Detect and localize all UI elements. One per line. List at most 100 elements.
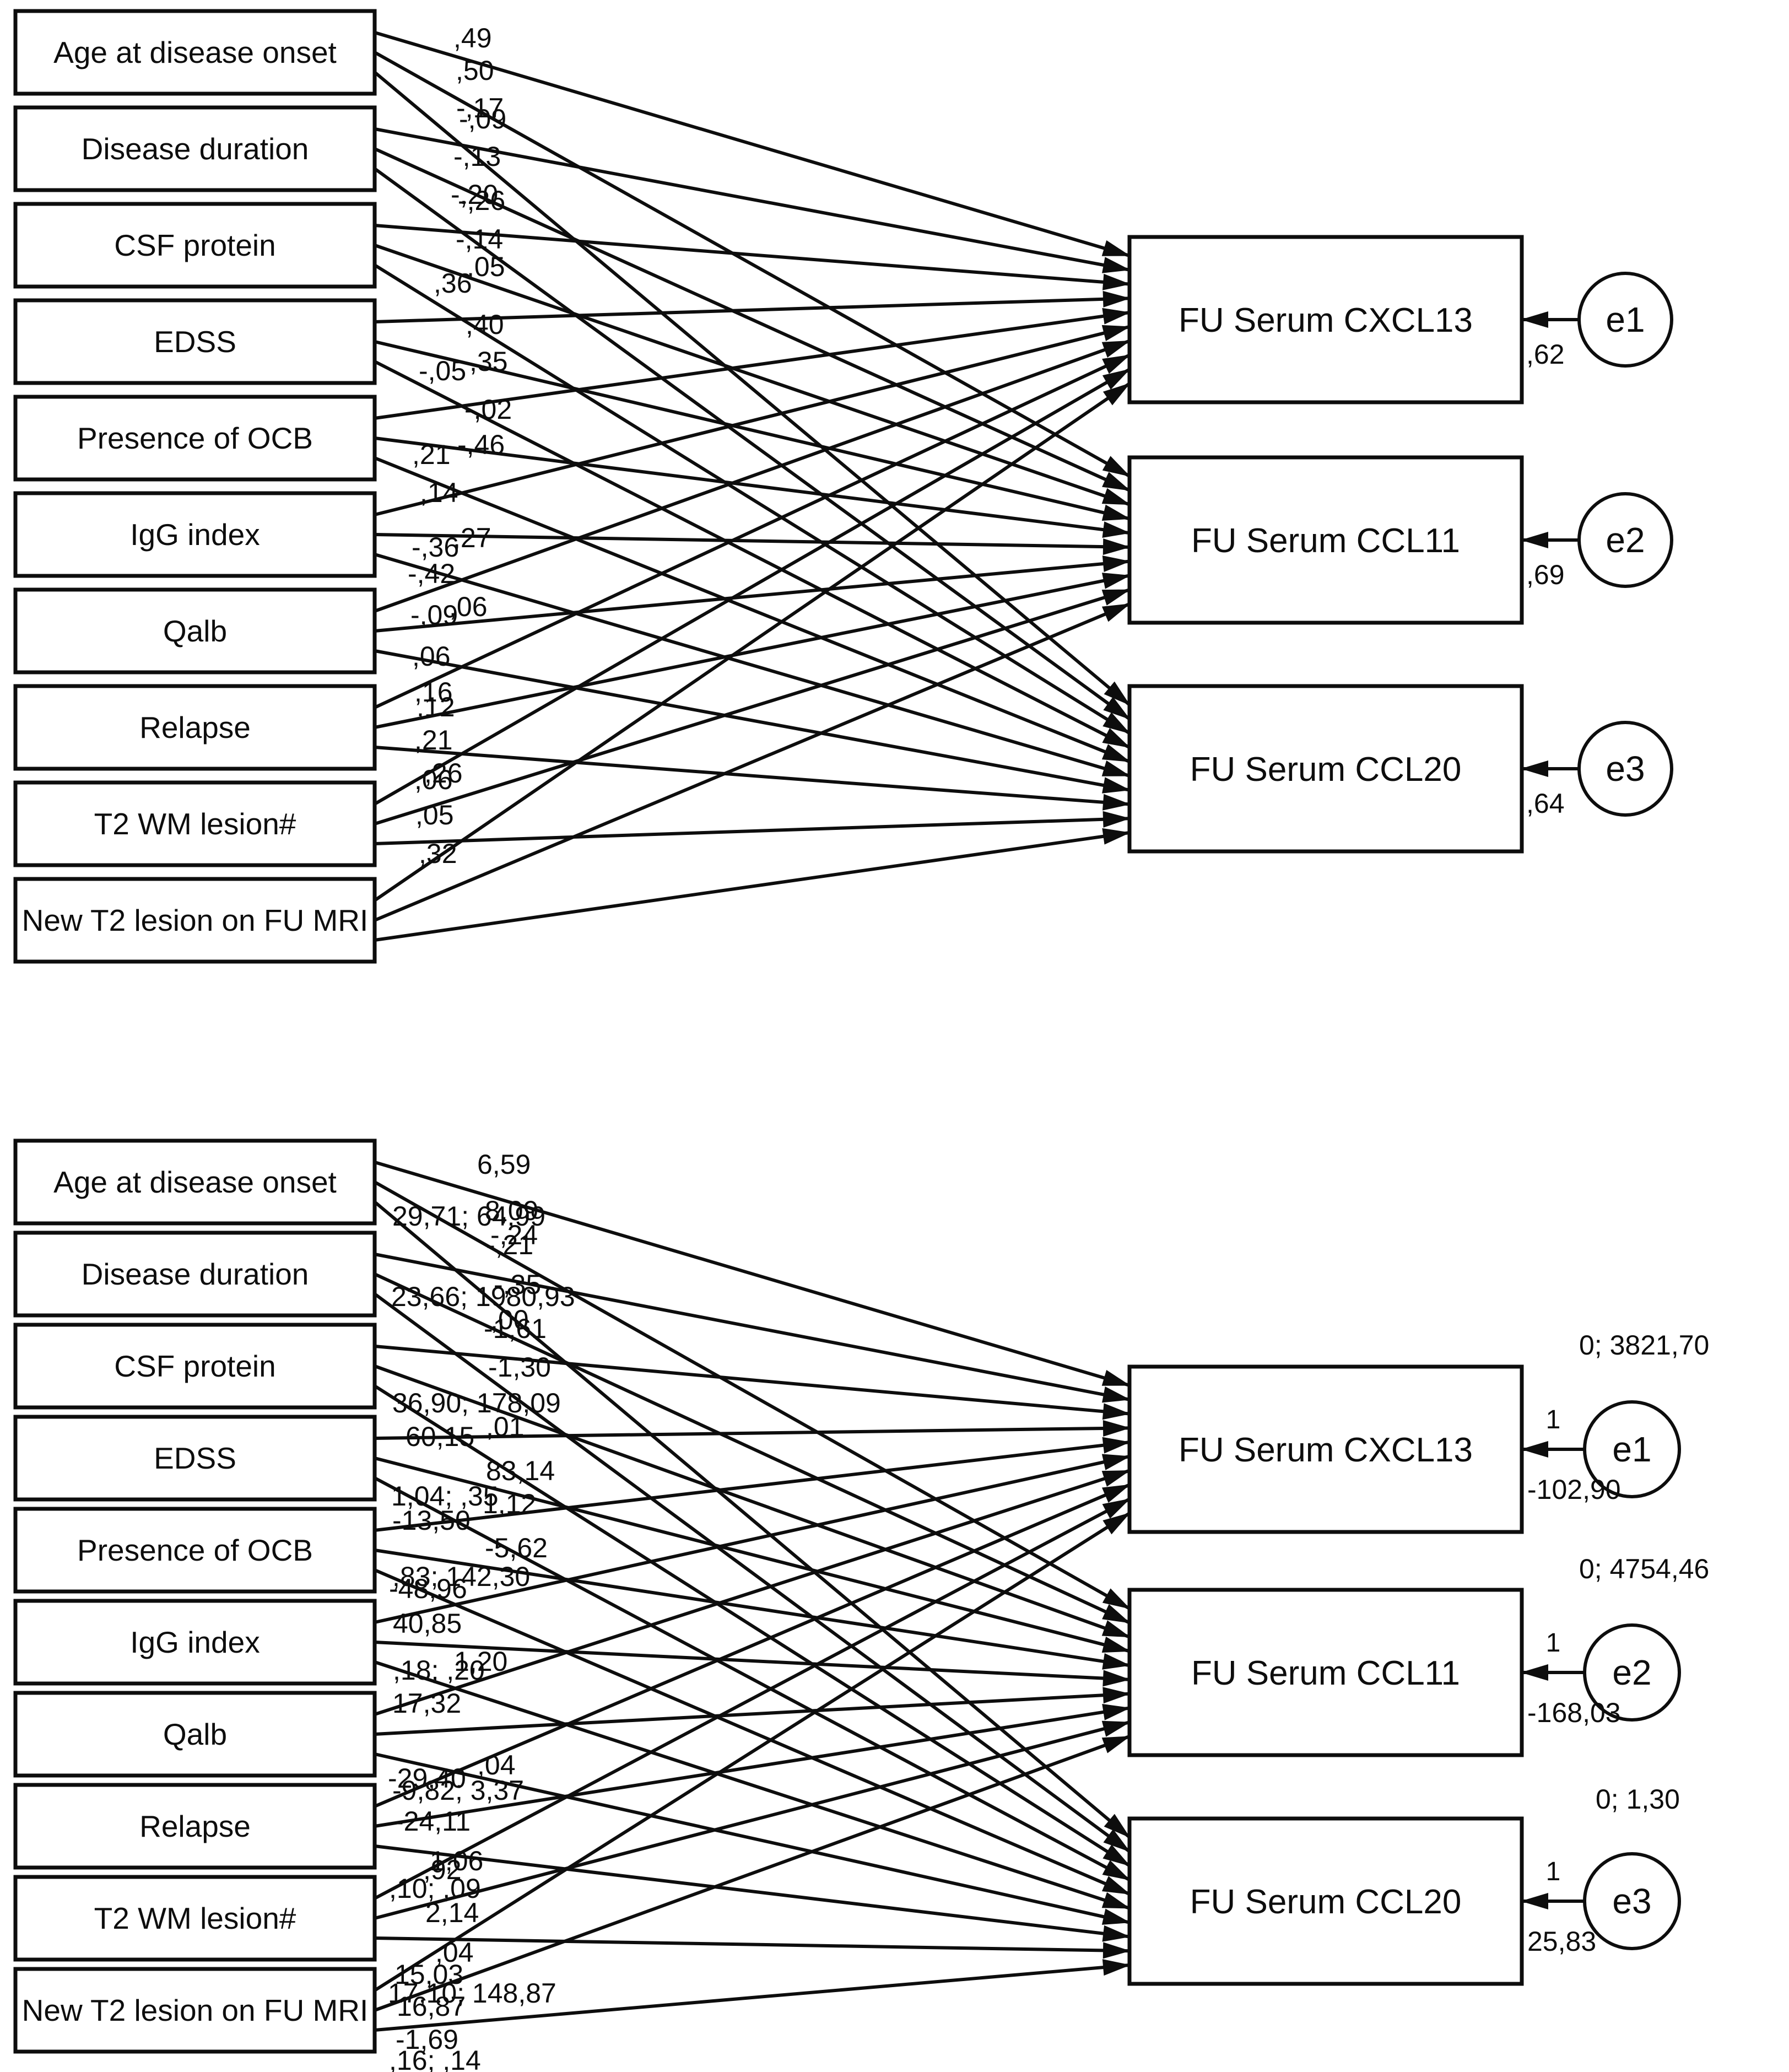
coefficient-label: 1,20: [454, 1646, 507, 1677]
error-label: e1: [1612, 1429, 1651, 1469]
outcome-box-fu-serum-ccl11: FU Serum CCL11: [1127, 1588, 1524, 1757]
predictor-label: T2 WM lesion#: [94, 807, 296, 841]
coefficient-label: ,00: [490, 1304, 529, 1335]
outcome-rect: [1127, 1816, 1524, 1986]
error-label: e2: [1606, 520, 1645, 560]
coefficient-label: ,06: [414, 764, 453, 795]
coefficient-label: -13,50: [392, 1505, 471, 1536]
coefficient-label: -,26: [458, 185, 505, 216]
coefficient-label: -,42: [408, 558, 455, 589]
coefficient-labels: ,49,50-,17-,09-,13-,20-,26-,14,05,36,40,…: [408, 23, 512, 869]
path-arrow-edss-to-fu-serum-cxcl13: [374, 290, 1131, 323]
predictor-label: T2 WM lesion#: [94, 1901, 296, 1935]
coefficient-label: ,83; 142,30: [392, 1561, 530, 1592]
predictor-rect: [13, 1231, 377, 1318]
path-arrow-relapse-to-fu-serum-ccl20: [374, 746, 1131, 811]
predictor-rect: [13, 105, 377, 192]
predictor-box-disease-duration: Disease duration: [13, 1231, 377, 1318]
coefficient-label: -1,61: [484, 1313, 547, 1344]
path-arrow-relapse-to-fu-serum-ccl20: [374, 1844, 1131, 1942]
predictor-label: Age at disease onset: [53, 1165, 337, 1199]
coefficient-label: -,35: [494, 1269, 541, 1300]
coefficient-label: ,21: [414, 725, 453, 756]
error-loading-label: 1: [1546, 1628, 1561, 1658]
path-arrow-edss-to-fu-serum-cxcl13: [374, 1420, 1131, 1440]
path-arrow-igg-index-to-fu-serum-cxcl13: [374, 325, 1131, 516]
predictor-label: IgG index: [130, 517, 260, 552]
predictor-label: Relapse: [139, 1809, 251, 1843]
path-arrow-age-at-disease-onset-to-fu-serum-ccl11: [374, 51, 1131, 478]
path-arrow-edss-to-fu-serum-ccl11: [374, 1456, 1131, 1653]
coefficient-label: ,06: [412, 641, 451, 672]
path-arrow-age-at-disease-onset-to-fu-serum-cxcl13: [374, 1161, 1131, 1387]
outcome-rect: [1127, 1588, 1524, 1757]
path-arrow-igg-index-to-fu-serum-ccl11: [374, 533, 1131, 555]
error-term-e2: e2,69: [1521, 492, 1673, 590]
predictor-label: CSF protein: [114, 1349, 275, 1383]
coefficient-label: -,20: [451, 179, 498, 210]
predictor-box-new-t2-lesion-on-fu-mri: New T2 lesion on FU MRI: [13, 877, 377, 964]
path-arrow-presence-of-ocb-to-fu-serum-ccl20: [374, 1568, 1131, 1896]
coefficient-label: -,21: [486, 1229, 533, 1260]
path-arrow-qalb-to-fu-serum-cxcl13: [374, 339, 1131, 613]
predictor-label: Presence of OCB: [77, 421, 313, 455]
coefficient-label: -,46: [457, 429, 505, 460]
predictor-box-igg-index: IgG index: [13, 1599, 377, 1686]
predictor-label: Disease duration: [82, 1257, 309, 1291]
path-arrow-edss-to-fu-serum-ccl11: [374, 340, 1131, 521]
coefficient-label: 36,90; 178,09: [392, 1388, 561, 1418]
coefficient-label: -,09: [410, 600, 458, 630]
error-loading-label: 1: [1546, 1857, 1561, 1886]
path-arrow-disease-duration-to-fu-serum-ccl20: [374, 1292, 1131, 1853]
path-arrow-disease-duration-to-fu-serum-cxcl13: [374, 1253, 1131, 1403]
outcome-rect: [1127, 1364, 1524, 1534]
error-label: e2: [1612, 1653, 1651, 1692]
coefficient-label: -,24: [490, 1220, 538, 1250]
coefficient-label: ,21: [412, 439, 451, 470]
coefficient-label: ,26: [424, 758, 463, 789]
path-arrow-presence-of-ocb-to-fu-serum-cxcl13: [374, 1437, 1131, 1532]
path-arrow-t2-wm-lesion-to-fu-serum-ccl20: [374, 811, 1131, 845]
predictor-rect: [13, 9, 377, 96]
coefficient-label: 1,06: [430, 1846, 483, 1876]
path-arrow-new-t2-lesion-on-fu-mri-to-fu-serum-cxcl13: [374, 382, 1131, 902]
predictor-label: New T2 lesion on FU MRI: [22, 903, 369, 937]
predictor-label: IgG index: [130, 1625, 260, 1659]
predictor-box-age-at-disease-onset: Age at disease onset: [13, 9, 377, 96]
path-arrow-new-t2-lesion-on-fu-mri-to-fu-serum-ccl20: [374, 1959, 1131, 2032]
coefficient-label: 60,15: [406, 1421, 474, 1452]
predictor-box-csf-protein: CSF protein: [13, 202, 377, 289]
coefficient-label: -48,96: [389, 1573, 467, 1604]
predictor-box-qalb: Qalb: [13, 587, 377, 675]
predictor-rect: [13, 877, 377, 964]
predictor-rect: [13, 1415, 377, 1502]
coefficient-label: -1,30: [488, 1352, 551, 1383]
path-arrow-csf-protein-to-fu-serum-cxcl13: [374, 1345, 1131, 1420]
path-arrow-qalb-to-fu-serum-ccl20: [374, 649, 1131, 794]
predictor-rect: [13, 1691, 377, 1778]
path-arrow-t2-wm-lesion-to-fu-serum-ccl11: [374, 1720, 1131, 1920]
predictor-rect: [13, 491, 377, 578]
path-arrow-disease-duration-to-fu-serum-ccl11: [374, 1272, 1131, 1625]
outcome-box-fu-serum-ccl11: FU Serum CCL11: [1127, 455, 1524, 625]
coefficient-label: -,13: [453, 141, 501, 172]
coefficient-label: 1,12: [483, 1488, 536, 1519]
coefficient-label: -9,82; 3,37: [392, 1775, 524, 1806]
error-label: e3: [1612, 1881, 1651, 1921]
predictor-box-presence-of-ocb: Presence of OCB: [13, 1507, 377, 1594]
predictor-box-relapse: Relapse: [13, 684, 377, 771]
predictor-label: Relapse: [139, 710, 251, 744]
error-label: e3: [1606, 749, 1645, 789]
coefficient-label: ,10; ,09: [389, 1873, 481, 1904]
error-term-e3: e3,64: [1521, 721, 1673, 819]
path-arrow-edss-to-fu-serum-ccl20: [374, 360, 1131, 749]
coefficient-label: 15,03: [394, 1959, 463, 1990]
predictor-box-new-t2-lesion-on-fu-mri: New T2 lesion on FU MRI: [13, 1967, 377, 2054]
path-arrow-relapse-to-fu-serum-cxcl13: [374, 353, 1131, 709]
path-arrows: [374, 1161, 1131, 2032]
path-arrow-qalb-to-fu-serum-ccl11: [374, 1687, 1131, 1736]
